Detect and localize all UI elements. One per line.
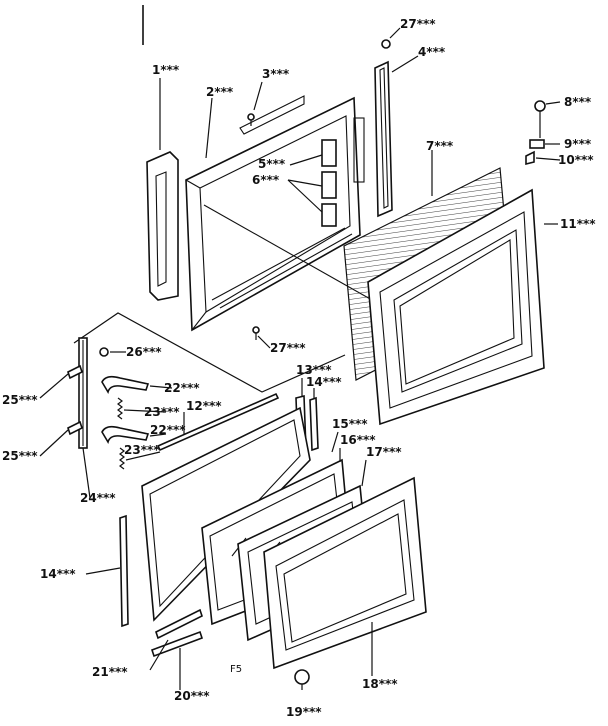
callout-7: 7*** — [426, 139, 454, 153]
screw-part-27-top — [381, 39, 391, 49]
pin-part-25-b — [67, 420, 83, 436]
handle-part-1 — [146, 151, 179, 301]
hinge-clips-part-5-6 — [321, 117, 365, 227]
callout-17: 17*** — [366, 445, 402, 459]
strip-part-12 — [156, 392, 280, 452]
callout-23-b: 23*** — [124, 443, 160, 457]
callout-9: 9*** — [564, 137, 592, 151]
callout-15: 15*** — [332, 417, 368, 431]
bracket-part-9 — [529, 139, 545, 149]
callout-18: 18*** — [362, 677, 398, 691]
callout-20: 20*** — [174, 689, 210, 703]
bar-part-20 — [150, 630, 204, 658]
strip-part-14-left — [119, 514, 129, 628]
callout-22-a: 22*** — [164, 381, 200, 395]
screw-part-3 — [247, 113, 255, 126]
callout-4: 4*** — [418, 45, 446, 59]
strip-part-21 — [155, 608, 203, 640]
clip-part-10 — [525, 150, 535, 166]
strip-part-14-right — [309, 396, 319, 452]
door-frame-part-2 — [185, 96, 373, 332]
callout-27-bottom: 27*** — [270, 341, 306, 355]
inner-panel-part-11 — [367, 188, 545, 426]
callout-1: 1*** — [152, 63, 180, 77]
screw-part-27-bottom — [252, 326, 260, 340]
callout-8: 8*** — [564, 95, 592, 109]
callout-23-a: 23*** — [144, 405, 180, 419]
hinge-assembly-part-24 — [78, 337, 88, 449]
top-bracket — [239, 95, 305, 135]
callout-24: 24*** — [80, 491, 116, 505]
front-frame-part-18 — [263, 476, 427, 670]
callout-labels: 1*** 2*** 3*** 27*** 4*** 5*** 6*** 7***… — [2, 17, 596, 719]
spring-part-23-a — [117, 397, 123, 420]
pin-part-25-a — [67, 364, 83, 380]
callout-3: 3*** — [262, 67, 290, 81]
callout-25-a: 25*** — [2, 393, 38, 407]
hinge-arm-part-22-a — [101, 375, 150, 394]
side-channel-part-4 — [374, 60, 393, 218]
callout-19: 19*** — [286, 705, 322, 719]
knob-part-19 — [294, 669, 310, 690]
window-frame-part-15 — [141, 406, 311, 622]
callout-13: 13*** — [296, 363, 332, 377]
callout-14-right: 14*** — [306, 375, 342, 389]
leader-lines — [39, 27, 561, 690]
callout-27-top: 27*** — [400, 17, 436, 31]
hinge-arm-part-22-b — [101, 425, 150, 444]
callout-14-left: 14*** — [40, 567, 76, 581]
callout-12: 12*** — [186, 399, 222, 413]
spring-part-23-b — [119, 447, 125, 470]
hardware-part-8 — [534, 100, 546, 138]
callout-25-b: 25*** — [2, 449, 38, 463]
callout-16: 16*** — [340, 433, 376, 447]
callout-26: 26*** — [126, 345, 162, 359]
callout-5: 5*** — [258, 157, 286, 171]
callout-10: 10*** — [558, 153, 594, 167]
washer-part-26 — [99, 347, 109, 357]
callout-22-b: 22*** — [150, 423, 186, 437]
callout-21: 21*** — [92, 665, 128, 679]
callout-11: 11*** — [560, 217, 596, 231]
note-text: F5 — [230, 664, 242, 675]
callout-6: 6*** — [252, 173, 280, 187]
callout-2: 2*** — [206, 85, 234, 99]
